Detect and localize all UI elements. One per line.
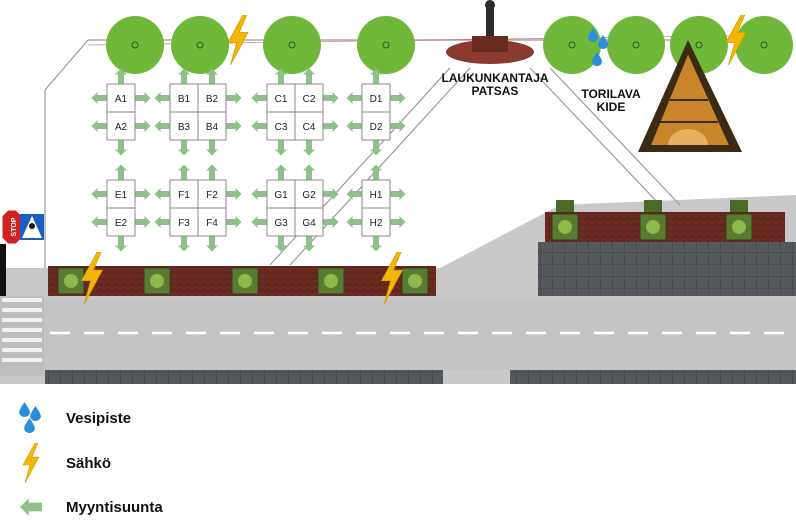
statue-label: LAUKUNKANTAJA PATSAS [441, 71, 549, 98]
stall-label: G4 [302, 218, 316, 229]
stall-c2[interactable] [294, 83, 324, 113]
kiosk-icon [638, 40, 742, 152]
stall-e1[interactable] [106, 179, 136, 209]
crosswalk-sign [20, 214, 44, 240]
legend-direction-label: Myyntisuunta [66, 498, 163, 516]
stall-label: H1 [370, 190, 383, 201]
stall-label: G1 [274, 190, 288, 201]
statue-icon [446, 0, 534, 64]
stall-h2[interactable] [361, 207, 391, 237]
parking-grate [538, 242, 796, 296]
stall-label: B3 [178, 122, 191, 133]
legend-direction: Myyntisuunta [14, 498, 163, 516]
legend-electricity: Sähkö [14, 443, 111, 483]
stall-label: C4 [303, 122, 316, 133]
tree [607, 16, 665, 74]
stall-d1[interactable] [361, 83, 391, 113]
stall-f1[interactable] [169, 179, 199, 209]
stall-a2[interactable] [106, 111, 136, 141]
street [0, 300, 796, 370]
stall-a1[interactable] [106, 83, 136, 113]
stall-label: F3 [178, 218, 190, 229]
stall-b2[interactable] [197, 83, 227, 113]
stall-label: D2 [370, 122, 383, 133]
stall-label: C1 [275, 94, 288, 105]
stop-sign-label: STOP [11, 217, 18, 236]
stall-label: G3 [274, 218, 288, 229]
legend-water-label: Vesipiste [66, 409, 132, 427]
stall-e2[interactable] [106, 207, 136, 237]
stall-label: H2 [370, 218, 383, 229]
legend-electricity-label: Sähkö [66, 454, 112, 472]
tree [357, 16, 415, 74]
stall-label: A1 [115, 94, 128, 105]
stall-g2[interactable] [294, 179, 324, 209]
curb-grate-left [45, 370, 443, 384]
stall-label: E1 [115, 190, 128, 201]
lightning-icon [14, 443, 48, 483]
curb-grate-right [510, 370, 796, 384]
kiosk-label: TORILAVA KIDE [581, 87, 641, 114]
tree [263, 16, 321, 74]
stall-label: B4 [206, 122, 219, 133]
planters [48, 200, 785, 296]
stall-label: D1 [370, 94, 383, 105]
stall-label: G2 [302, 190, 316, 201]
stall-b4[interactable] [197, 111, 227, 141]
stall-g3[interactable] [266, 207, 296, 237]
stall-label: C3 [275, 122, 288, 133]
stall-label: F1 [178, 190, 190, 201]
stall-label: E2 [115, 218, 128, 229]
stall-d2[interactable] [361, 111, 391, 141]
stall-g4[interactable] [294, 207, 324, 237]
water-drops-icon [14, 402, 48, 434]
arrow-left-icon [14, 498, 48, 516]
stall-b1[interactable] [169, 83, 199, 113]
stall-h1[interactable] [361, 179, 391, 209]
stall-label: C2 [303, 94, 316, 105]
crosswalk [0, 296, 44, 376]
stall-label: A2 [115, 122, 128, 133]
stall-f4[interactable] [197, 207, 227, 237]
tree [543, 16, 601, 74]
legend-water: Vesipiste [14, 402, 131, 434]
stall-c4[interactable] [294, 111, 324, 141]
stall-f2[interactable] [197, 179, 227, 209]
trees [106, 16, 793, 74]
stall-label: B1 [178, 94, 191, 105]
stall-label: F4 [206, 218, 218, 229]
stall-f3[interactable] [169, 207, 199, 237]
stall-label: B2 [206, 94, 219, 105]
stall-label: F2 [206, 190, 218, 201]
tree [171, 16, 229, 74]
tree [735, 16, 793, 74]
tree [106, 16, 164, 74]
stop-sign: STOP [1, 209, 23, 245]
